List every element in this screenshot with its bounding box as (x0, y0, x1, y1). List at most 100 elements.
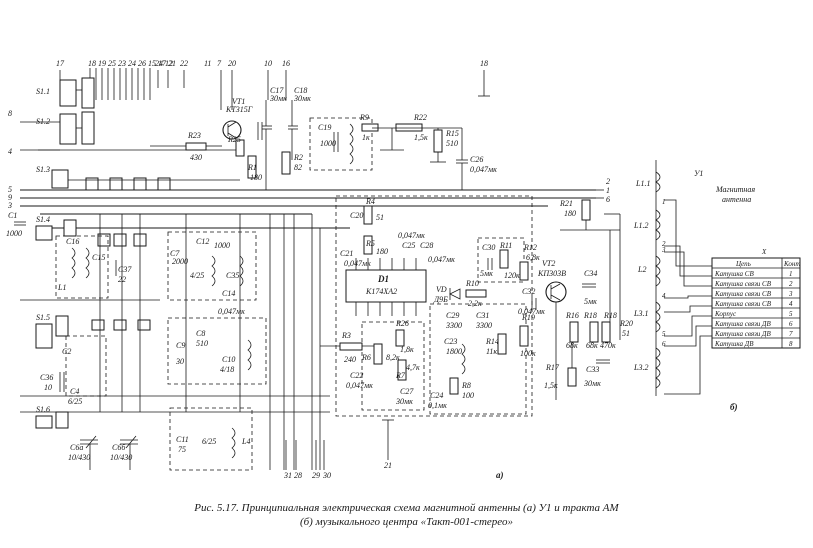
svg-text:0,047мк: 0,047мк (470, 165, 497, 174)
svg-text:11: 11 (204, 59, 211, 68)
svg-text:12: 12 (165, 59, 173, 68)
svg-text:1000: 1000 (320, 139, 336, 148)
svg-text:C21: C21 (340, 249, 353, 258)
subfigure-a-label: а) (496, 470, 504, 480)
coil-l11: L1.1 (635, 179, 650, 188)
svg-text:3: 3 (661, 246, 666, 254)
svg-text:C10: C10 (222, 355, 235, 364)
svg-text:R15: R15 (445, 129, 459, 138)
svg-text:C36: C36 (40, 373, 53, 382)
svg-text:C30: C30 (482, 243, 495, 252)
svg-text:R1: R1 (247, 163, 257, 172)
svg-text:5мк: 5мк (480, 269, 493, 278)
svg-text:R10: R10 (465, 279, 479, 288)
svg-text:R23: R23 (187, 131, 201, 140)
svg-text:30мк: 30мк (269, 94, 287, 103)
magnetic-antenna: L1.1 L1.2 L2 L3.1 L3.2 У1 Магнитная анте… (633, 160, 755, 396)
if-subassembly-outline (335, 195, 533, 417)
svg-text:10: 10 (264, 59, 272, 68)
svg-text:5: 5 (662, 330, 666, 338)
svg-text:2: 2 (606, 177, 610, 186)
svg-text:5мк: 5мк (584, 297, 597, 306)
svg-text:VT2: VT2 (542, 259, 555, 268)
tuning-caps: C6а 10/430 C6б 10/430 (68, 435, 138, 470)
svg-text:4/18: 4/18 (220, 365, 234, 374)
svg-text:КП303В: КП303В (537, 269, 566, 278)
svg-text:470к: 470к (600, 341, 616, 350)
svg-text:8,2к: 8,2к (386, 353, 400, 362)
svg-text:100: 100 (462, 391, 474, 400)
antenna-unit: У1 (694, 169, 703, 178)
svg-text:C25: C25 (402, 241, 415, 250)
svg-text:0,047мк: 0,047мк (346, 381, 373, 390)
svg-text:R2: R2 (293, 153, 303, 162)
table-header-contact: Конт (783, 260, 800, 268)
svg-text:22: 22 (180, 59, 188, 68)
svg-text:18 19 25 23 24 26 15 17 21: 18 19 25 23 24 26 15 17 21 (88, 59, 176, 68)
svg-text:0,1мк: 0,1мк (428, 401, 447, 410)
svg-text:6,8к: 6,8к (526, 253, 540, 262)
svg-text:6/25: 6/25 (68, 397, 82, 406)
svg-text:R20: R20 (619, 319, 633, 328)
svg-text:24: 24 (155, 59, 163, 68)
svg-text:C32: C32 (522, 287, 535, 296)
svg-text:R25: R25 (227, 135, 241, 144)
svg-text:2,2к: 2,2к (468, 299, 482, 308)
if-filter-block: C29 3300 C31 3300 C23 1800 C24 0,1мк R8 … (428, 303, 527, 415)
table-header-circuit: Цепь (735, 260, 751, 268)
svg-text:R14: R14 (485, 337, 499, 346)
svg-text:16: 16 (282, 59, 290, 68)
svg-text:S1.3: S1.3 (36, 165, 50, 174)
top-pin-stubs (59, 68, 490, 110)
svg-text:2: 2 (662, 240, 666, 248)
svg-text:3300: 3300 (475, 321, 492, 330)
svg-text:0,047мк: 0,047мк (344, 259, 371, 268)
table-row-circuit: Катушка СВ (714, 270, 754, 278)
svg-text:S1.6: S1.6 (36, 405, 50, 414)
svg-text:R9: R9 (359, 113, 369, 122)
svg-text:30мк: 30мк (293, 94, 311, 103)
svg-text:К174ХА2: К174ХА2 (365, 287, 397, 296)
svg-text:C33: C33 (586, 365, 599, 374)
table-row-circuit: Корпус (714, 310, 737, 318)
table-row-circuit: Катушка ДВ (714, 340, 754, 348)
left-pin-8: 8 (8, 109, 12, 118)
svg-text:C24: C24 (430, 391, 443, 400)
svg-text:R11: R11 (499, 241, 512, 250)
svg-text:C18: C18 (294, 86, 307, 95)
svg-text:510: 510 (446, 139, 458, 148)
table-row-contact: 2 (789, 280, 793, 288)
svg-text:3300: 3300 (445, 321, 462, 330)
svg-text:C27: C27 (400, 387, 414, 396)
svg-text:510: 510 (196, 339, 208, 348)
svg-text:C16: C16 (66, 237, 79, 246)
svg-text:C37: C37 (118, 265, 132, 274)
bottom-pin-31: 31 (283, 471, 292, 480)
table-row-circuit: Катушка связи СВ (714, 300, 772, 308)
svg-text:R21: R21 (559, 199, 573, 208)
svg-text:R6: R6 (361, 353, 371, 362)
bottom-pin-28: 28 (294, 471, 302, 480)
svg-text:1: 1 (662, 198, 666, 206)
table-row-circuit: Катушка связи ДВ (714, 330, 772, 338)
svg-text:C1: C1 (8, 211, 17, 220)
svg-text:20: 20 (228, 59, 236, 68)
detector-block: VD Д9Б R10 2,2к C30 5мк R11 120к R12 6,8… (433, 237, 540, 308)
svg-text:C35: C35 (226, 271, 239, 280)
svg-text:R8: R8 (461, 381, 471, 390)
vertical-buses (20, 214, 330, 470)
table-col-x: Х (761, 248, 767, 256)
svg-text:R7: R7 (395, 371, 406, 380)
caption-line-1: Рис. 5.17. Принципиальная электрическая … (194, 502, 619, 514)
switch-group-top: S1.1 S1.2 S1.3 R23 430 (20, 77, 240, 191)
vt1-stage: VT1 КТ315Г R25 R1 180 R2 82 C17 30мк C18… (222, 86, 311, 190)
svg-text:R3: R3 (341, 331, 351, 340)
svg-text:C12: C12 (196, 237, 209, 246)
svg-text:17: 17 (56, 59, 65, 68)
input-tank: C19 1000 R9 1к R22 1,5к R15 510 C26 0,04… (309, 113, 497, 190)
antenna-title-1: Магнитная (715, 185, 755, 194)
svg-text:1к: 1к (362, 133, 370, 142)
svg-text:C19: C19 (318, 123, 331, 132)
table-row-contact: 5 (789, 310, 793, 318)
